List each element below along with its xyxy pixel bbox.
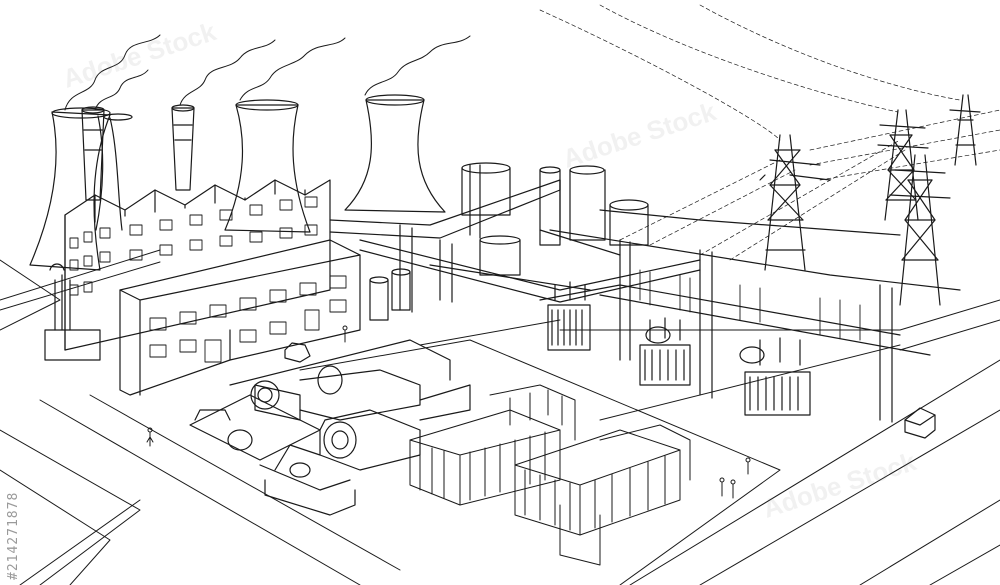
people xyxy=(146,325,751,499)
substation xyxy=(539,229,961,423)
smoke-plumes xyxy=(64,34,471,111)
turbine-generators xyxy=(189,339,471,516)
power-lines xyxy=(539,4,1000,261)
watermark-stock-id: #214271878 xyxy=(6,491,21,580)
vehicles xyxy=(284,342,936,439)
storage-tanks xyxy=(369,162,649,321)
transmission-towers xyxy=(759,94,981,306)
insulators xyxy=(639,269,861,341)
chimneys xyxy=(81,104,195,201)
roads xyxy=(0,249,1000,585)
cooling-towers xyxy=(29,94,446,271)
factory-building xyxy=(44,179,361,396)
pipelines xyxy=(329,164,901,313)
transformers xyxy=(547,281,811,416)
control-cabinets xyxy=(409,384,691,566)
factory-windows xyxy=(69,196,347,363)
